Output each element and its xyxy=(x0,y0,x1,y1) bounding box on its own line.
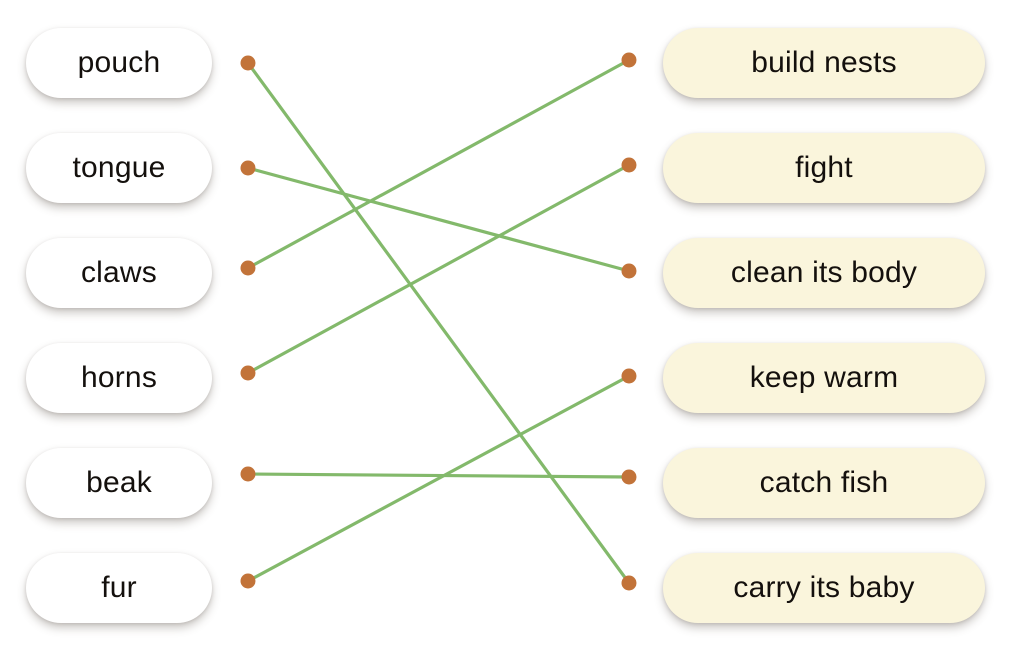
definition-pill-label: catch fish xyxy=(759,466,889,499)
definition-pill-label: carry its baby xyxy=(733,571,915,604)
connection-line-horns-to-fight[interactable] xyxy=(246,163,631,375)
anchor-dot-left-claws[interactable] xyxy=(240,260,256,276)
term-pill-label: beak xyxy=(86,466,152,499)
term-pill-claws[interactable]: claws xyxy=(26,238,212,308)
term-pill-label: horns xyxy=(80,361,158,394)
connection-line-pouch-to-carry-its-baby[interactable] xyxy=(246,61,631,585)
term-pill-label: pouch xyxy=(77,46,161,79)
anchor-dot-left-pouch[interactable] xyxy=(240,55,256,71)
term-pill-pouch[interactable]: pouch xyxy=(26,28,212,98)
definition-pill-carry-its-baby[interactable]: carry its baby xyxy=(663,553,985,623)
anchor-dot-right-keep-warm[interactable] xyxy=(621,368,637,384)
anchor-dot-left-beak[interactable] xyxy=(240,466,256,482)
definition-pill-catch-fish[interactable]: catch fish xyxy=(663,448,985,518)
connection-line-fur-to-keep-warm[interactable] xyxy=(246,374,631,583)
term-pill-label: claws xyxy=(80,256,157,289)
term-pill-label: tongue xyxy=(72,151,166,184)
term-pill-fur[interactable]: fur xyxy=(26,553,212,623)
definition-pill-keep-warm[interactable]: keep warm xyxy=(663,343,985,413)
anchor-dot-left-fur[interactable] xyxy=(240,573,256,589)
definition-pill-label: build nests xyxy=(751,46,897,79)
definition-pill-label: clean its body xyxy=(730,256,918,289)
term-pill-beak[interactable]: beak xyxy=(26,448,212,518)
term-pill-tongue[interactable]: tongue xyxy=(26,133,212,203)
anchor-dot-left-horns[interactable] xyxy=(240,365,256,381)
definition-pill-clean-its-body[interactable]: clean its body xyxy=(663,238,985,308)
anchor-dot-right-carry-its-baby[interactable] xyxy=(621,575,637,591)
definition-pill-label: fight xyxy=(795,151,853,184)
anchor-dot-right-catch-fish[interactable] xyxy=(621,469,637,485)
definition-pill-label: keep warm xyxy=(749,361,899,394)
definition-pill-build-nests[interactable]: build nests xyxy=(663,28,985,98)
connection-line-claws-to-build-nests[interactable] xyxy=(246,58,631,270)
term-pill-label: fur xyxy=(101,571,137,604)
connection-line-beak-to-catch-fish[interactable] xyxy=(246,472,631,479)
definition-pill-fight[interactable]: fight xyxy=(663,133,985,203)
anchor-dot-right-clean-its-body[interactable] xyxy=(621,263,637,279)
anchor-dot-right-fight[interactable] xyxy=(621,157,637,173)
term-pill-horns[interactable]: horns xyxy=(26,343,212,413)
anchor-dot-right-build-nests[interactable] xyxy=(621,52,637,68)
anchor-dot-left-tongue[interactable] xyxy=(240,160,256,176)
connection-line-tongue-to-clean-its-body[interactable] xyxy=(246,166,631,273)
